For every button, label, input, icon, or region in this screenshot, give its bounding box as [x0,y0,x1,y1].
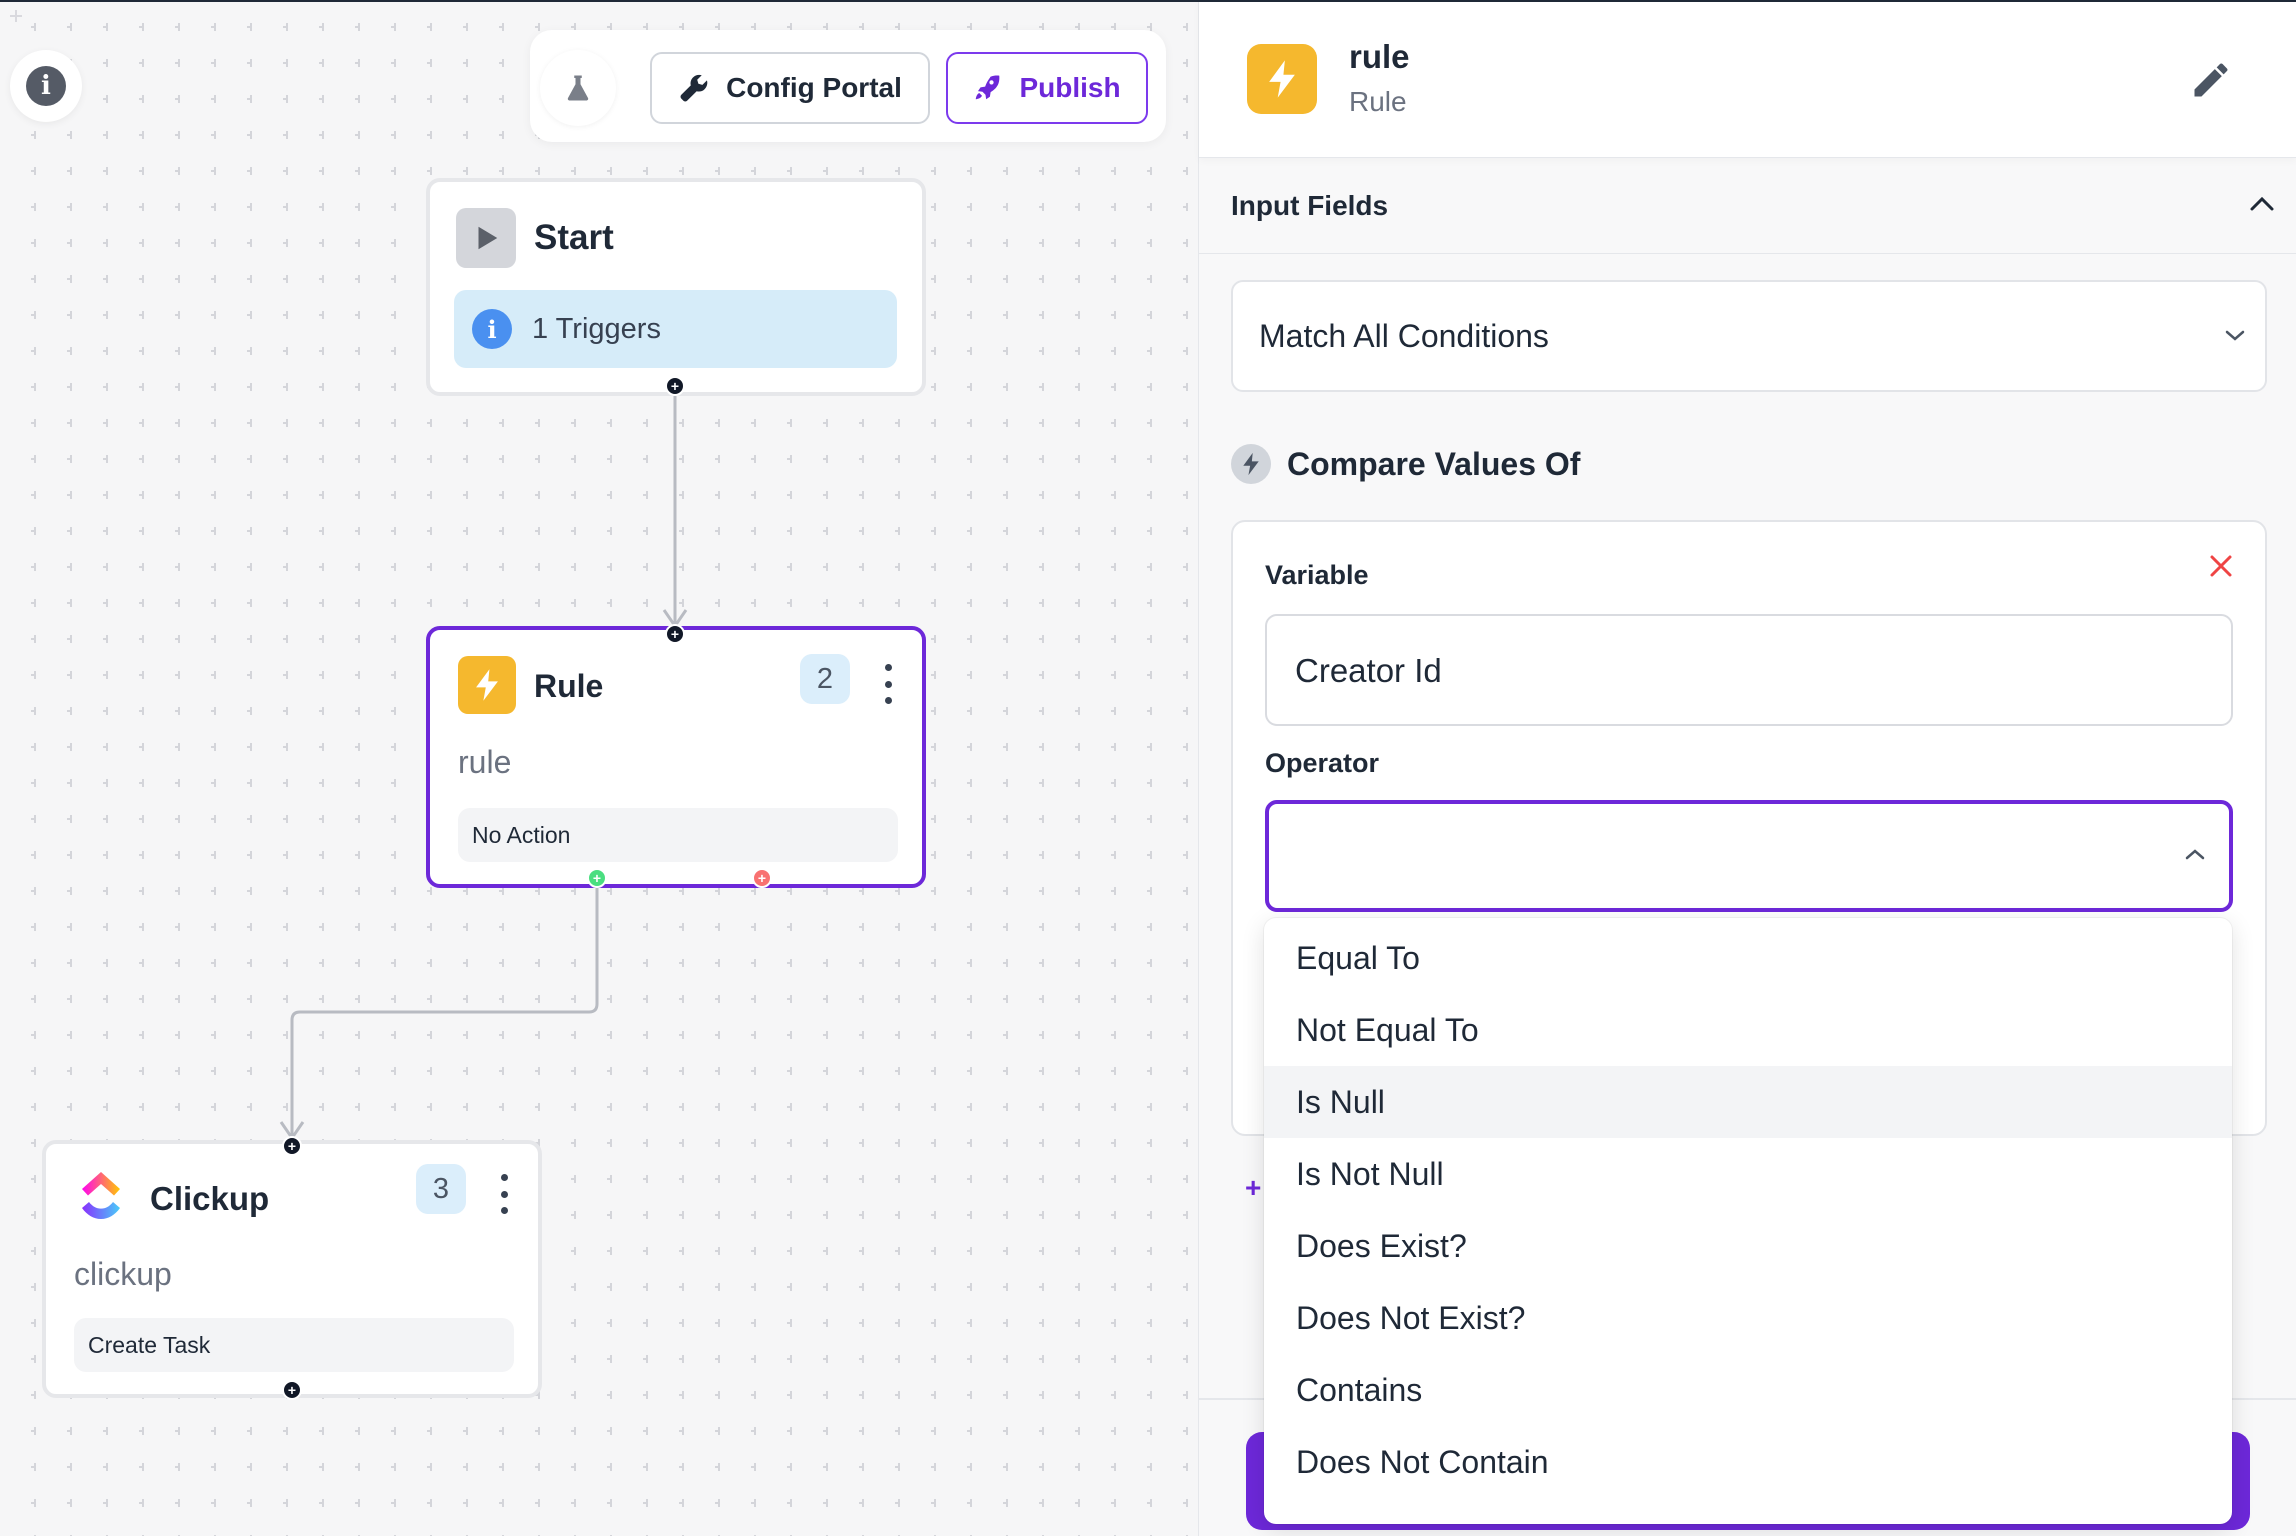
bolt-icon [1247,44,1317,114]
operator-option[interactable]: Does Not Contain [1296,1443,1549,1480]
edit-button[interactable] [2189,58,2233,102]
panel-title: rule [1349,38,1410,75]
panel-header: rule Rule [1199,0,2296,158]
input-fields-label: Input Fields [1231,190,1389,221]
chevron-up-icon [2250,196,2274,211]
bolt-icon [1231,444,1271,484]
rule-node-subtitle: rule [458,744,512,780]
compare-values-label: Compare Values Of [1287,445,1581,482]
operator-option[interactable]: Is Not Null [1296,1155,1444,1192]
start-node-title: Start [534,218,614,257]
rule-false-handle[interactable]: + [752,868,772,888]
publish-label: Publish [1019,72,1121,103]
start-output-handle[interactable]: + [665,376,685,396]
variable-value: Creator Id [1295,652,1442,689]
test-button[interactable] [540,50,616,126]
publish-button[interactable]: Publish [946,52,1148,124]
info-button[interactable]: i [10,50,82,122]
info-icon: i [472,309,512,349]
match-conditions-value: Match All Conditions [1259,318,1549,354]
rule-input-handle[interactable]: + [665,624,685,644]
pencil-icon [2194,63,2228,97]
operator-option[interactable]: Not Equal To [1296,1011,1479,1048]
clickup-node-action: Create Task [74,1318,514,1372]
match-conditions-select[interactable]: Match All Conditions [1231,280,2267,392]
triggers-chip[interactable]: i 1 Triggers [454,290,897,368]
wrench-icon [680,74,708,102]
operator-option[interactable]: Does Exist? [1296,1227,1467,1264]
clickup-logo-icon [82,1172,120,1219]
clickup-node[interactable]: Clickup 3 clickup Create Task [42,1140,542,1398]
panel-subtitle: Rule [1349,86,1407,117]
play-icon [456,208,516,268]
add-condition-button[interactable]: + [1245,1172,1262,1203]
rule-true-handle[interactable]: + [587,868,607,888]
clickup-output-handle[interactable]: + [282,1380,302,1400]
operator-option[interactable]: Contains [1296,1371,1423,1408]
operator-option[interactable]: Does Not Exist? [1296,1299,1526,1336]
variable-label: Variable [1265,560,1369,590]
operator-option[interactable]: Is Null [1264,1066,2232,1138]
config-portal-button[interactable]: Config Portal [650,52,930,124]
operator-option[interactable]: Equal To [1296,939,1420,976]
close-icon[interactable] [2207,552,2235,580]
rule-node-title: Rule [534,668,604,704]
compare-values-heading: Compare Values Of [1231,444,1580,484]
operator-dropdown: Equal To Not Equal To Is Null Is Not Nul… [1264,918,2232,1524]
rocket-icon [976,75,1000,100]
rule-step-badge: 2 [800,654,850,704]
variable-input[interactable]: Creator Id [1265,614,2233,726]
clickup-node-subtitle: clickup [74,1256,172,1292]
config-portal-label: Config Portal [726,72,902,103]
rule-node[interactable]: Rule 2 rule No Action [426,626,926,888]
operator-label: Operator [1265,748,1380,778]
chevron-up-icon [2185,849,2205,860]
triggers-label: 1 Triggers [532,312,661,345]
input-fields-section-header[interactable]: Input Fields [1199,158,2296,254]
info-icon: i [26,66,66,106]
clickup-step-badge: 3 [416,1164,466,1214]
rule-node-action: No Action [458,808,898,862]
clickup-node-title: Clickup [150,1180,270,1217]
flask-icon [567,75,589,101]
operator-select[interactable] [1265,800,2233,912]
window-top-border [0,0,2296,2]
bolt-icon [458,656,516,714]
chevron-down-icon [2225,330,2245,341]
clickup-input-handle[interactable]: + [282,1136,302,1156]
clickup-menu-icon[interactable] [496,1174,512,1214]
rule-menu-icon[interactable] [880,664,896,704]
